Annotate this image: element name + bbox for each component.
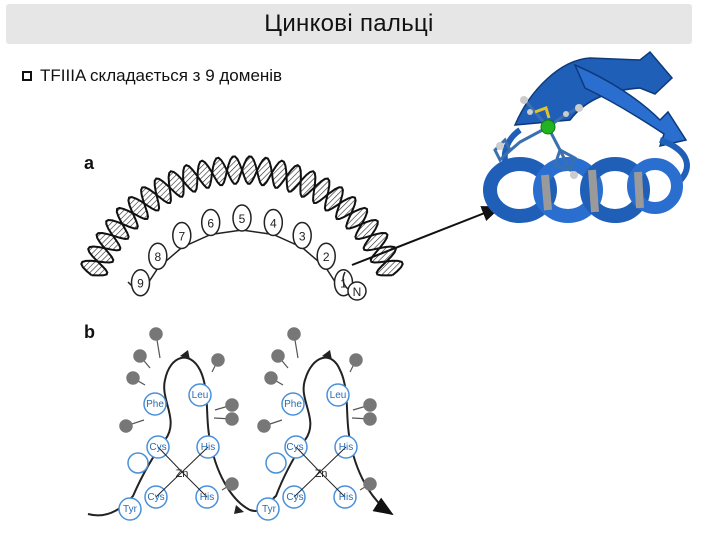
side-residue-dot (225, 398, 239, 412)
zinc-coordination-bond (319, 446, 347, 473)
zinc-coordination-bond (293, 471, 321, 498)
finger-loop (148, 242, 168, 270)
side-residue-dot (264, 371, 278, 385)
residue-circle (118, 497, 142, 521)
beta-strand-2 (573, 63, 688, 148)
finger-number: 3 (299, 230, 306, 244)
residue-phe-1: Phe (146, 399, 164, 410)
side-residue-dot (126, 371, 140, 385)
finger-loop (130, 268, 151, 297)
zinc-coordination-bond (181, 471, 208, 498)
side-residue-dot (119, 419, 133, 433)
zn-label-1: Zn (176, 468, 189, 480)
zinc-finger-schematic (87, 327, 394, 521)
backbone-arrow-3 (234, 505, 244, 514)
residue-leu-1: Leu (192, 390, 209, 401)
finger-loop (263, 208, 284, 237)
dna-strand-2 (87, 155, 404, 277)
finger-loop (232, 204, 252, 232)
finger-number: 9 (137, 277, 144, 291)
empty-residue-circle (127, 452, 149, 474)
residue-tyr-2: Tyr (262, 504, 277, 515)
side-residue-dot (149, 327, 163, 341)
n-terminus-circle (347, 281, 367, 301)
residue-his-1a: His (201, 442, 215, 453)
residue-his-2b: His (339, 492, 353, 503)
side-residue-dot (363, 412, 377, 426)
side-residue-dot (257, 419, 271, 433)
side-residue-dot (211, 353, 225, 367)
side-chain-atoms (496, 96, 583, 179)
backbone-arrow-1 (180, 350, 190, 360)
residue-cys-1a: Cys (149, 442, 166, 453)
zn-label-2: Zn (315, 468, 328, 480)
residue-cys-2b: Cys (286, 492, 303, 503)
side-residue-dot (363, 398, 377, 412)
sulfur-bond (534, 106, 551, 119)
n-terminus-link (342, 271, 349, 290)
residue-circle (326, 383, 350, 407)
zinc-coordination-bond (181, 446, 209, 473)
side-residue-dot (349, 353, 363, 367)
residue-circle (281, 392, 305, 416)
pointer-arrow (351, 206, 502, 266)
residue-circle (256, 497, 280, 521)
zinc-coordination-bond (319, 471, 346, 498)
finger-number: 6 (207, 217, 214, 231)
dna-double-helix (80, 155, 404, 277)
panel-a-label: a (84, 153, 95, 173)
finger-number: 2 (323, 250, 330, 264)
finger-loop (172, 221, 192, 250)
residue-circle (143, 392, 167, 416)
backbone-arrow-2 (322, 350, 332, 360)
finger-number: 5 (239, 212, 246, 226)
finger-loop (292, 221, 312, 250)
side-residue-dot (271, 349, 285, 363)
side-residue-dot (133, 349, 147, 363)
side-residue-dot (225, 477, 239, 491)
residue-his-1b: His (200, 492, 214, 503)
zinc-coordination-bond (295, 446, 321, 473)
residue-cys-1b: Cys (147, 492, 164, 503)
residue-tyr-1: Tyr (123, 504, 138, 515)
helix-inner-grey (541, 169, 644, 213)
residue-circle (188, 383, 212, 407)
protein-ribbon-structure (483, 50, 690, 223)
bullet-text: TFIIIA складається з 9 доменів (40, 66, 283, 85)
zinc-coordination-bond (155, 471, 183, 498)
title-bar: Цинкові пальці (6, 4, 692, 44)
residue-cys-2a: Cys (286, 442, 303, 453)
slide-title: Цинкові пальці (264, 10, 434, 37)
finger-loop (316, 242, 336, 270)
side-residue-dot (225, 412, 239, 426)
helix-turn-4 (627, 158, 683, 214)
n-terminus-label: N (353, 285, 362, 299)
finger-number: 7 (178, 230, 185, 244)
panel-b-label: b (84, 322, 95, 342)
side-residue-dot (287, 327, 301, 341)
bullet-item: TFIIIA складається з 9 доменів (22, 66, 282, 86)
residue-his-2a: His (339, 442, 353, 453)
empty-residue-circle (265, 452, 287, 474)
finger-number: 8 (154, 250, 161, 264)
finger-number: 4 (270, 217, 277, 231)
side-residue-dot (363, 477, 377, 491)
residue-phe-2: Phe (284, 399, 302, 410)
dna-hatch-fill (81, 156, 403, 276)
zinc-coordination-bond (157, 446, 183, 473)
finger-loop (200, 208, 221, 237)
residue-leu-2: Leu (330, 390, 347, 401)
checkbox-bullet-icon (22, 71, 32, 81)
zinc-ion (540, 119, 556, 135)
